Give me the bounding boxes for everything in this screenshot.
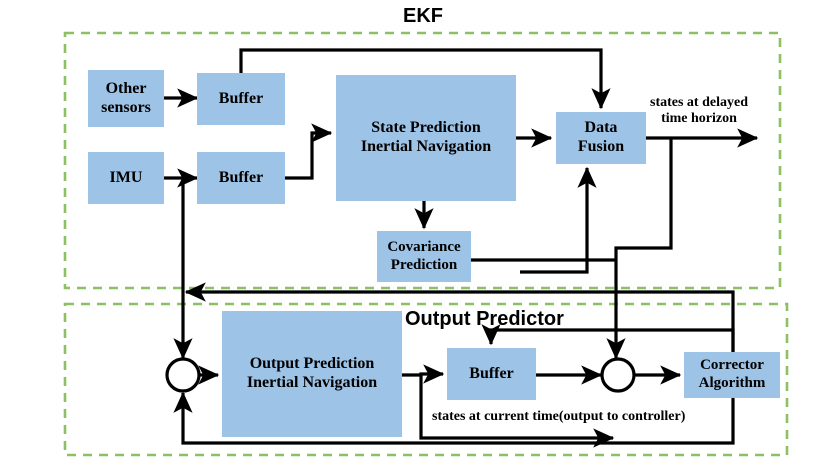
group-title-ekf-label: EKF — [403, 5, 443, 27]
node-output-prediction-line-2: Inertial Navigation — [246, 374, 378, 391]
edge-label-states-delayed-line-2: time horizon — [661, 111, 737, 127]
node-corrector-algorithm[interactable]: Corrector Algorithm — [684, 352, 780, 398]
node-corrector-algorithm-line-1: Corrector — [700, 357, 764, 374]
node-covariance-prediction[interactable]: Covariance Prediction — [377, 231, 471, 282]
group-title-output-predictor: Output Predictor — [405, 308, 564, 331]
node-state-prediction-line-1: State Prediction — [371, 119, 481, 137]
edge-buffer-imu-to-state-prediction — [285, 123, 333, 180]
node-covariance-prediction-line-2: Prediction — [390, 256, 458, 273]
edge-output-prediction-to-states-current — [419, 375, 615, 448]
node-state-prediction[interactable]: State Prediction Inertial Navigation — [336, 75, 516, 201]
edge-label-states-delayed: states at delayed time horizon — [650, 95, 748, 127]
edge-label-states-delayed-line-1: states at delayed — [650, 95, 748, 110]
group-box-ekf — [63, 31, 782, 290]
node-state-prediction-line-2: Inertial Navigation — [360, 138, 492, 155]
node-buffer-output-label: Buffer — [469, 364, 514, 382]
edge-corrector-feedback-to-data-fusion — [520, 166, 597, 274]
edge-output-prediction-to-buffer — [402, 364, 445, 384]
sum-junction-right — [600, 357, 636, 393]
node-data-fusion[interactable]: Data Fusion — [556, 112, 646, 164]
node-other-sensors[interactable]: Other sensors — [88, 70, 164, 127]
node-imu-label: IMU — [109, 168, 143, 186]
edge-label-states-current-line-1: states at current time(output to control… — [432, 409, 686, 424]
node-buffer-output[interactable]: Buffer — [447, 348, 536, 400]
group-title-output-predictor-label: Output Predictor — [405, 308, 564, 330]
node-other-sensors-line-2: sensors — [101, 98, 151, 116]
edge-label-states-current: states at current time(output to control… — [432, 409, 685, 425]
node-buffer-sensors-label: Buffer — [218, 89, 264, 107]
node-data-fusion-line-2: Fusion — [577, 138, 625, 155]
node-buffer-imu-label: Buffer — [218, 168, 264, 186]
node-other-sensors-line-1: Other — [105, 79, 147, 97]
node-covariance-prediction-line-1: Covariance — [387, 238, 461, 255]
node-output-prediction[interactable]: Output Prediction Inertial Navigation — [222, 311, 402, 437]
edge-buffer-sensors-to-data-fusion — [239, 48, 611, 110]
node-corrector-algorithm-line-2: Algorithm — [698, 375, 766, 391]
node-buffer-imu[interactable]: Buffer — [197, 152, 285, 204]
edge-data-fusion-feedback-to-sum-right — [606, 138, 673, 360]
sum-junction-left — [165, 357, 201, 393]
group-title-ekf: EKF — [403, 5, 443, 28]
node-buffer-sensors[interactable]: Buffer — [197, 73, 285, 125]
edge-corrector-to-buffer-output — [481, 324, 735, 352]
edge-corrector-bottom-loop-to-sum-left — [173, 391, 735, 445]
node-imu[interactable]: IMU — [88, 152, 164, 204]
node-data-fusion-line-1: Data — [584, 119, 618, 137]
group-box-output-predictor — [63, 302, 789, 457]
node-output-prediction-line-1: Output Prediction — [249, 355, 375, 373]
